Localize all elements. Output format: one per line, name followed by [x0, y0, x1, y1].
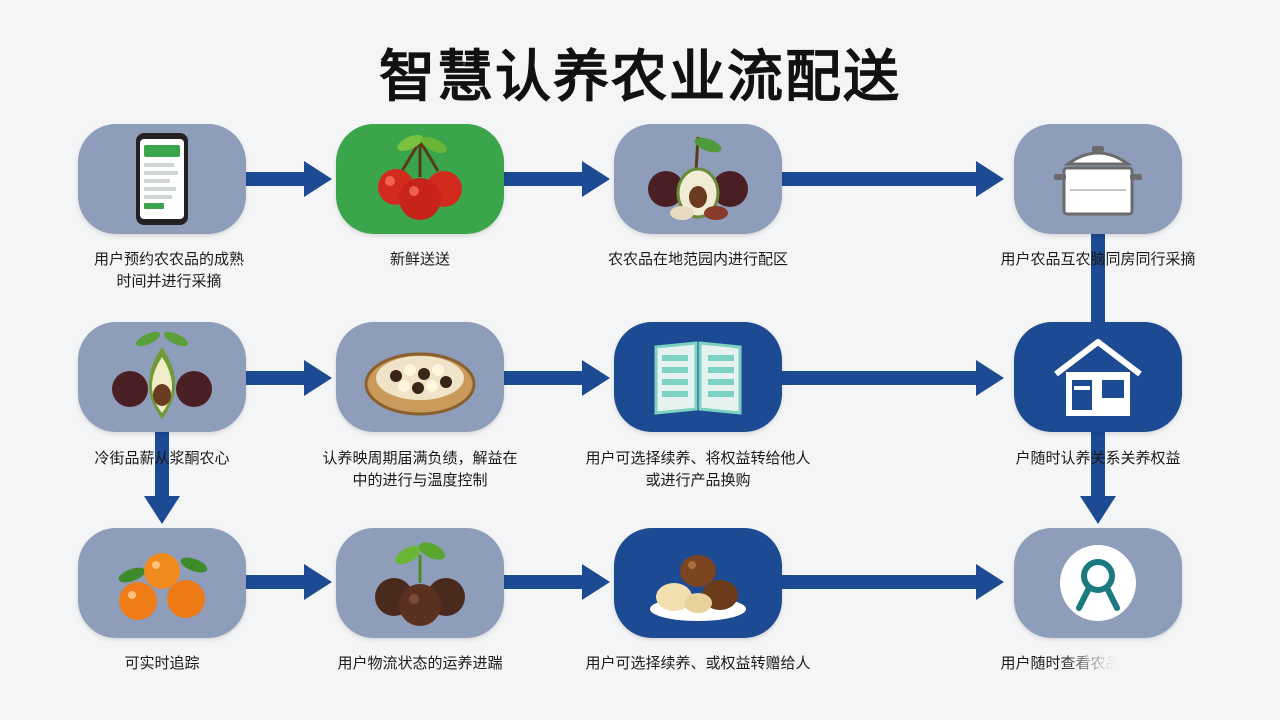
flow-arrow	[504, 360, 610, 396]
flow-arrow	[246, 161, 332, 197]
orange-fruit-icon	[118, 553, 208, 620]
flow-arrow	[782, 564, 1004, 600]
step-node-house	[1014, 322, 1182, 432]
step-label: 农农品在地范园内进行配区	[607, 250, 788, 268]
step-node-avocado	[78, 322, 246, 432]
house-icon	[1054, 339, 1142, 416]
step-label: 户随时认养关系关养权益	[1015, 449, 1181, 467]
smartphone-app-icon	[136, 133, 188, 225]
step-node-pot	[1014, 124, 1182, 234]
step-node-badge	[1014, 528, 1182, 638]
flow-arrow	[246, 360, 332, 396]
step-label: 认养映周期届满负绩，解益在 中的进行与温度控制	[322, 449, 518, 489]
flow-arrow-down	[144, 432, 180, 524]
step-label: 用户农品互农脑同房同行采摘	[1000, 250, 1196, 268]
step-node-basket	[336, 322, 504, 432]
step-label: 新鲜送送	[389, 250, 450, 268]
step-label: 用户预约农农品的成熟 时间并进行采摘	[93, 250, 244, 290]
chestnut-plate-icon	[650, 555, 746, 621]
step-node-orange	[78, 528, 246, 638]
step-node-fresh	[336, 124, 504, 234]
step-node-seedling	[336, 528, 504, 638]
step-label: 用户物流状态的运养进踹	[337, 654, 503, 672]
step-node-app	[78, 124, 246, 234]
cooking-pot-icon	[1054, 146, 1142, 216]
red-fruit-icon	[378, 134, 462, 220]
blur-overlay	[1060, 650, 1280, 720]
open-book-icon	[654, 341, 742, 415]
seedling-nuts-icon	[375, 542, 465, 626]
flow-arrow-down	[1080, 432, 1116, 524]
step-label: 冷街品薪从浆酮农心	[94, 449, 230, 467]
flow-arrow	[782, 360, 1004, 396]
flow-arrow	[782, 161, 1004, 197]
step-label: 可实时追踪	[124, 654, 200, 672]
flow-arrow	[246, 564, 332, 600]
page-title: 智慧认养农业流配送	[379, 45, 901, 110]
flow-arrow	[504, 161, 610, 197]
step-node-chestnut	[614, 528, 782, 638]
nut-basket-icon	[364, 352, 476, 416]
step-node-lychee	[614, 124, 782, 234]
flow-arrow	[504, 564, 610, 600]
avocado-lychee-icon	[112, 331, 212, 419]
step-label: 用户可选择续养、将权益转给他人 或进行产品换购	[585, 449, 811, 489]
ribbon-badge-icon	[1060, 545, 1136, 621]
lychee-fruit-icon	[648, 136, 748, 220]
step-node-book	[614, 322, 782, 432]
flow-connector	[1091, 234, 1105, 322]
step-label: 用户可选择续养、或权益转赠给人	[585, 654, 811, 672]
